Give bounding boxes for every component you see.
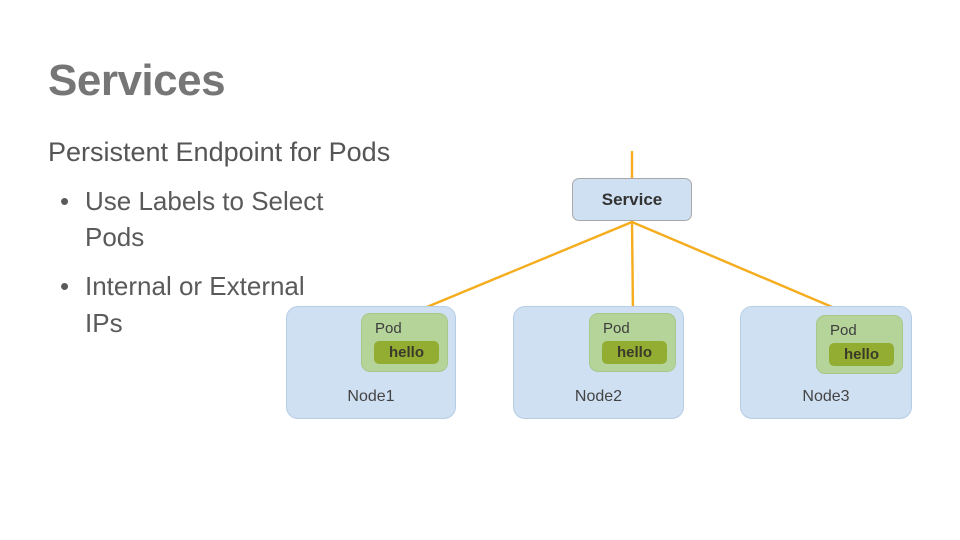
list-item: • Use Labels to Select Pods [48,183,345,257]
slide-text-column: Services Persistent Endpoint for Pods • … [48,56,478,354]
container-box-hello[interactable]: hello [829,343,894,366]
pod-box-node1[interactable]: Pod hello [361,313,448,372]
container-box-hello[interactable]: hello [374,341,439,364]
pod-box-node2[interactable]: Pod hello [589,313,676,372]
node-label: Node2 [574,388,623,405]
bullet-text: Use Labels to Select Pods [85,185,324,253]
pod-label: Pod [603,320,630,337]
edge-service-to-node3 [630,220,860,320]
bullet-list: • Use Labels to Select Pods • Internal o… [48,183,478,343]
page-title: Services [48,56,226,105]
bullet-dot-icon: • [60,185,70,216]
list-item: • Internal or External IPs [48,268,345,342]
container-label: hello [616,344,652,361]
container-box-hello[interactable]: hello [602,341,667,364]
edge-service-to-node1 [408,220,634,316]
pod-box-node3[interactable]: Pod hello [816,315,903,374]
node-label: Node1 [347,388,395,405]
pod-label: Pod [830,322,857,339]
pod-label: Pod [375,320,402,337]
container-label: hello [388,344,424,361]
slide-subtitle: Persistent Endpoint for Pods [48,137,391,168]
service-box[interactable]: Service [572,178,692,221]
bullet-dot-icon: • [60,271,70,302]
service-label: Service [601,189,663,209]
bullet-text: Internal or External IPs [85,271,305,339]
node-label: Node3 [802,388,850,405]
container-label: hello [843,346,879,363]
edge-service-to-node2 [630,220,635,316]
